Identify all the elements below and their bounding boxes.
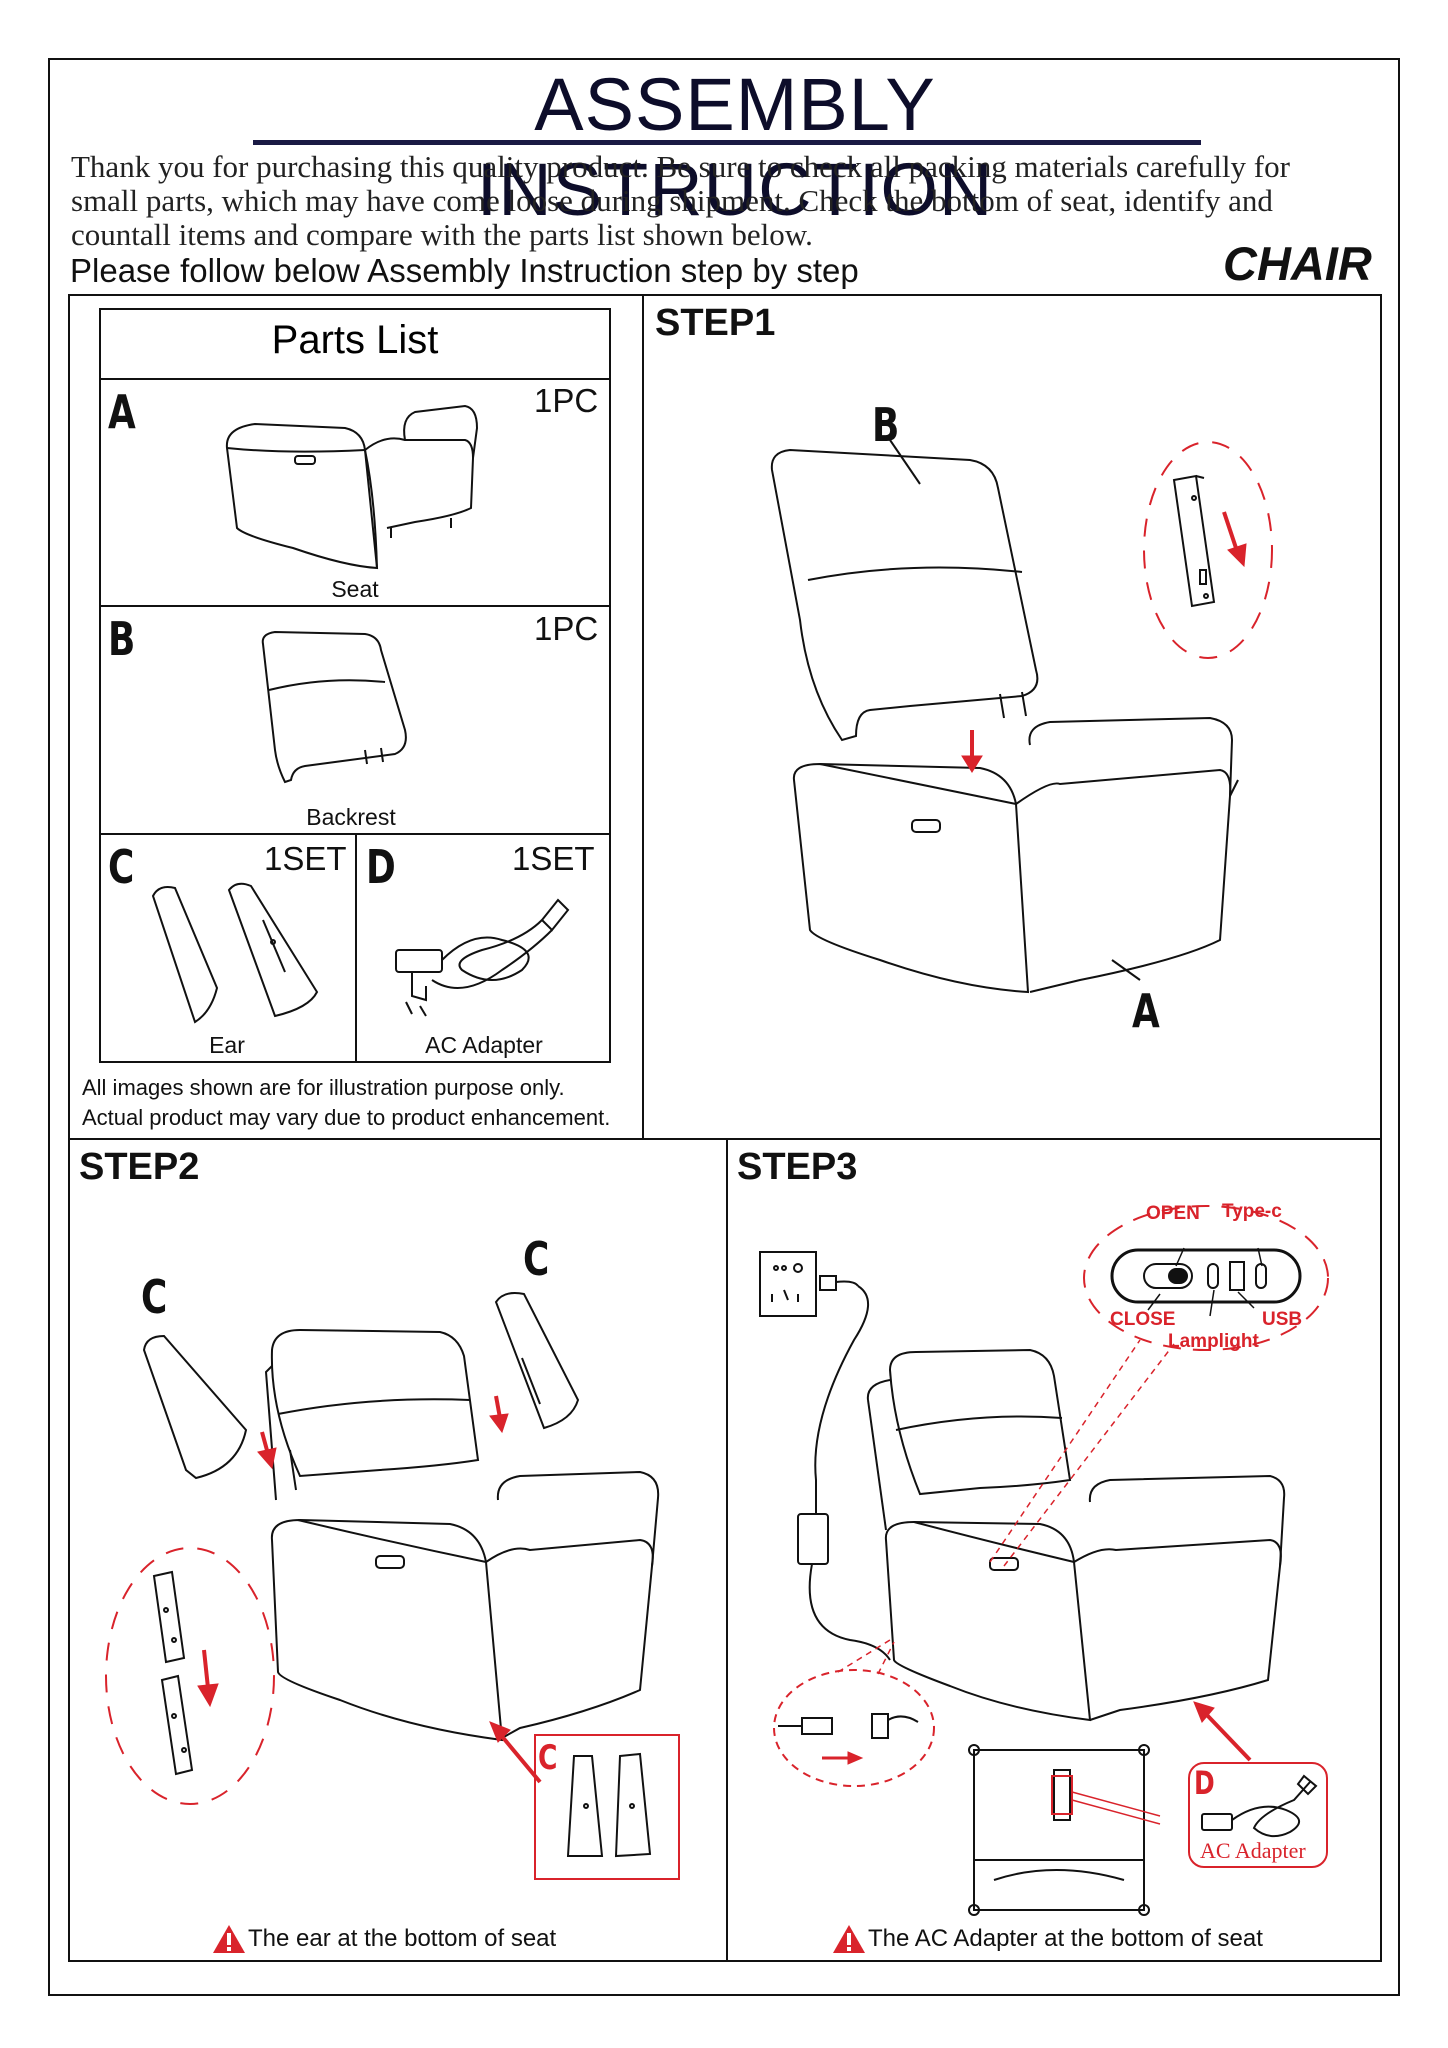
ear-illustration	[151, 882, 319, 1024]
part-name-d: AC Adapter	[425, 1032, 543, 1058]
disclaimer-note: All images shown are for illustration pu…	[82, 1073, 610, 1133]
intro-text: Thank you for purchasing this quality pr…	[71, 150, 1391, 252]
part-name-b: Backrest	[306, 804, 396, 830]
follow-instruction: Please follow below Assembly Instruction…	[70, 252, 859, 289]
step3-inset-label: AC Adapter	[1200, 1838, 1306, 1863]
step3-adapter-drawing	[1201, 1774, 1318, 1838]
part-letter-c: C	[108, 840, 135, 894]
part-letter-b: B	[108, 612, 136, 666]
step2-inset-ears	[566, 1752, 652, 1858]
wall-socket-icon	[759, 1251, 859, 1317]
part-qty-d: 1SET	[512, 840, 595, 877]
seat-underside	[968, 1744, 1161, 1916]
parts-list-title: Parts List	[271, 318, 439, 362]
label-typec: Type-c	[1222, 1201, 1282, 1222]
divider	[99, 605, 611, 607]
part-qty-b: 1PC	[534, 610, 599, 647]
seat-illustration	[225, 404, 479, 570]
step2-warning: The ear at the bottom of seat	[212, 1924, 556, 1954]
step3-illustration	[797, 1285, 1286, 1722]
label-usb: USB	[1262, 1309, 1303, 1330]
warning-icon	[833, 1925, 865, 1953]
divider	[355, 833, 357, 1063]
step3-adapter-inset	[1188, 1762, 1328, 1868]
divider	[99, 378, 611, 380]
step2-label-c-left: C	[141, 1270, 168, 1324]
step3-inset-letter: D	[1194, 1764, 1215, 1802]
disclaimer-line-1: All images shown are for illustration pu…	[82, 1075, 565, 1100]
step2-bracket-detail	[105, 1547, 275, 1805]
part-letter-a: A	[108, 385, 136, 439]
label-lamplight: Lamplight	[1168, 1331, 1259, 1352]
step1-label-a: A	[1132, 984, 1160, 1038]
control-leader-lines	[989, 1339, 1175, 1567]
warning-icon	[213, 1925, 245, 1953]
backrest-illustration	[261, 630, 407, 784]
label-close: CLOSE	[1110, 1309, 1176, 1330]
label-open: OPEN	[1146, 1203, 1200, 1224]
intro-line-2: small parts, which may have come loose d…	[71, 183, 1273, 218]
step2-title: STEP2	[79, 1146, 200, 1188]
connector-detail	[773, 1639, 935, 1787]
step3-pointer-arrow	[1193, 1701, 1252, 1762]
page-title: ASSEMBLY INSTRUCTION	[476, 63, 994, 231]
step3-title: STEP3	[737, 1146, 858, 1188]
step2-inset-letter: C	[538, 1738, 558, 1778]
step2-inset	[534, 1734, 680, 1880]
step1-label-b: B	[872, 398, 900, 452]
step3-warning: The AC Adapter at the bottom of seat	[832, 1924, 1263, 1954]
part-letter-d: D	[366, 840, 396, 894]
step3-panel	[726, 1138, 1382, 1962]
part-qty-c: 1SET	[264, 840, 347, 877]
disclaimer-line-2: Actual product may vary due to product e…	[82, 1105, 611, 1130]
step2-label-c-right: C	[523, 1232, 550, 1286]
part-qty-a: 1PC	[534, 382, 599, 419]
step2-illustration	[142, 1292, 660, 1742]
page-frame	[48, 58, 1400, 1996]
intro-line-1: Thank you for purchasing this quality pr…	[71, 149, 1290, 184]
step1-illustration	[770, 439, 1239, 994]
intro-line-3: countall items and compare with the part…	[71, 217, 813, 252]
title-underline	[253, 140, 1201, 145]
step2-warning-text: The ear at the bottom of seat	[248, 1925, 557, 1952]
step3-warning-text: The AC Adapter at the bottom of seat	[868, 1925, 1263, 1952]
product-label: CHAIR	[1223, 237, 1372, 290]
step2-pointer-arrow	[489, 1721, 542, 1784]
part-name-a: Seat	[331, 576, 379, 602]
part-name-c: Ear	[209, 1032, 245, 1058]
ac-adapter-illustration	[395, 898, 570, 1017]
control-panel-callout	[1083, 1205, 1329, 1351]
step1-bracket-detail	[1143, 441, 1273, 659]
step1-title: STEP1	[655, 302, 776, 344]
